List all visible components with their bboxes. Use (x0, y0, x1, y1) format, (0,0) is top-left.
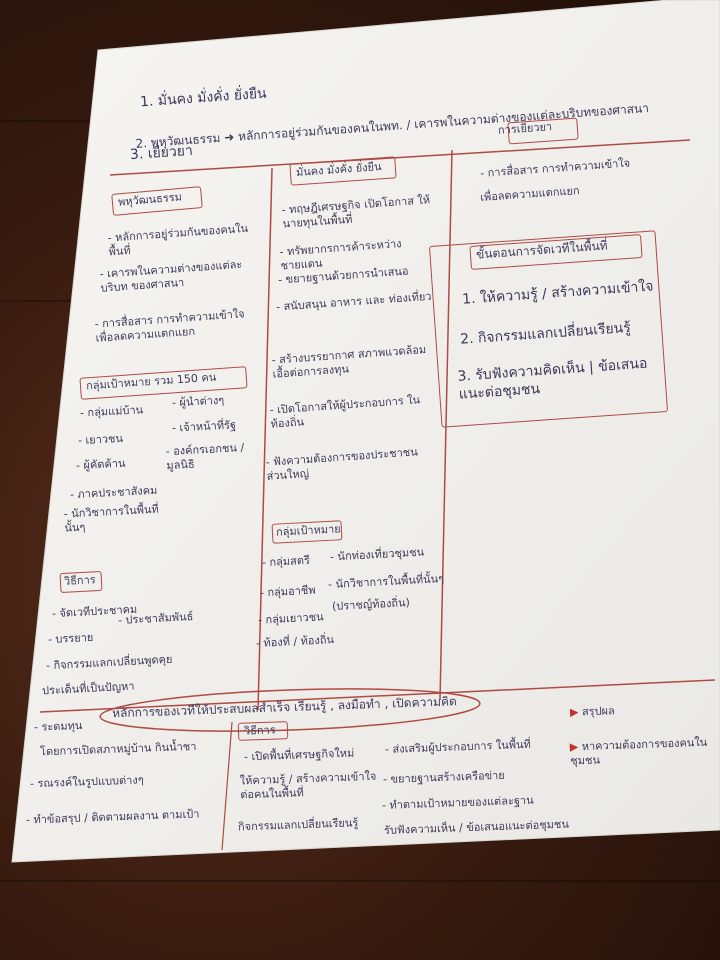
arrow-icon: ▶ (569, 705, 579, 719)
left-target-left-3: - ผู้คัดค้าน (75, 456, 126, 473)
middle-target-left-2: - กลุ่มอาชีพ (259, 583, 316, 600)
right-item-2: เพื่อลดความแตกแยก (479, 184, 580, 204)
left-method-5: ประเด็นที่เป็นปัญหา (41, 679, 135, 698)
wood-grain (0, 880, 720, 882)
left-method-title: วิธีการ (63, 573, 96, 588)
left-method-4: - กิจกรรมแลกเปลี่ยนพูดคุย (45, 652, 173, 673)
middle-target-right-3: (ปราชญ์ท้องถิ่น) (331, 595, 411, 614)
bottom-left-2: โดยการเปิดสภาหมู่บ้าน กินน้ำชา (39, 739, 197, 759)
left-method-2: - บรรยาย (47, 630, 94, 647)
left-item-3: - การสื่อสาร การทำความเข้าใจ เพื่อลดความ… (94, 307, 246, 345)
left-target-right-2: - เจ้าหน้าที่รัฐ (171, 418, 237, 435)
header-line-3: 3. เยียวยา (129, 142, 194, 164)
bottom-right-2-text: หาความต้องการของคนใน ชุมชน (570, 735, 708, 768)
middle-target-left-4: - ท้องที่ / ท้องถิ่น (255, 632, 335, 651)
bottom-right-1-text: สรุปผล (581, 704, 615, 719)
header-line-1: 1. มั่นคง มั่งคั่ง ยั่งยืน (139, 85, 268, 111)
principle-banner: หลักการของเวทีให้ประสบผลสำเร็จ เรียนรู้ … (111, 694, 458, 721)
bottom-method-left-3: กิจกรรมแลกเปลี่ยนเรียนรู้ (237, 816, 359, 834)
bottom-left-4: - ทำข้อสรุป / ติดตามผลงาน ตามเป้า (25, 807, 200, 827)
middle-item-4: - สนับสนุน อาหาร และ ท่องเที่ยว (275, 289, 432, 314)
middle-item-1: - ทฤษฎีเศรษฐกิจ เปิดโอกาส ให้นายทุนในพื้… (281, 193, 431, 231)
left-item-2: - เคารพในความต่างของแต่ละบริบท ของศาสนา (99, 257, 243, 295)
middle-target-right-2: - นักวิชาการในพื้นที่นั้นๆ (327, 572, 445, 592)
bottom-left-1: - ระดมทุน (33, 719, 83, 734)
bottom-method-right-4: รับฟังความเห็น / ข้อเสนอแนะต่อชุมชน (383, 817, 570, 838)
bottom-method-title: วิธีการ (243, 723, 276, 738)
bottom-left-3: - รณรงค์ในรูปแบบต่างๆ (29, 773, 144, 791)
bottom-method-right-3: - ทำตามเป้าหมายของแต่ละฐาน (381, 793, 534, 812)
left-target-left-5: - นักวิชาการในพื้นที่ นั้นๆ (63, 502, 160, 535)
left-item-1: - หลักการอยู่ร่วมกันของคนในพื้นที่ (107, 221, 249, 259)
arrow-icon: ▶ (569, 740, 579, 754)
middle-item-7: - ฟังความต้องการของประชาชน ส่วนใหญ่ (265, 445, 419, 483)
middle-item-6: - เปิดโอกาสให้ผู้ประกอบการ ในท้องถิ่น (269, 393, 421, 431)
middle-target-left-3: - กลุ่มเยาวชน (257, 610, 324, 627)
bottom-method-left-1: - เปิดพื้นที่เศรษฐกิจใหม่ (243, 746, 355, 764)
left-target-right-3: - องค์กรเอกชน /มูลนิธิ (165, 440, 245, 472)
left-target-left-2: - เยาวชน (77, 431, 124, 448)
left-target-right-1: - ผู้นำต่างๆ (171, 393, 225, 410)
middle-item-5: - สร้างบรรยากาศ สภาพแวดล้อม เอื้อต่อการล… (271, 342, 427, 381)
right-item-1: - การสื่อสาร การทำความเข้าใจ (479, 156, 631, 180)
bottom-method-left-2: ให้ความรู้ / สร้างความเข้าใจ ต่อคนในพื้น… (239, 769, 377, 802)
bottom-right-2: ▶ หาความต้องการของคนใน ชุมชน (570, 735, 716, 768)
header-line-2: 2. พหุวัฒนธรรม ➜ หลักการอยู่ร่วมกันของคน… (135, 100, 650, 151)
bottom-right-1: ▶ สรุปผล (570, 704, 615, 719)
middle-target-left-1: - กลุ่มสตรี (261, 553, 311, 570)
left-method-3: - ประชาสัมพันธ์ (117, 610, 194, 627)
left-target-left-1: - กลุ่มแม่บ้าน (79, 403, 144, 420)
left-target-left-4: - ภาคประชาสังคม (69, 483, 158, 502)
bottom-method-right-1: - ส่งเสริมผู้ประกอบการ ในพื้นที่ (384, 737, 532, 756)
bottom-method-right-2: - ขยายฐานสร้างเครือข่าย (382, 768, 505, 786)
middle-target-right-1: - นักท่องเที่ยวชุมชน (329, 545, 425, 564)
